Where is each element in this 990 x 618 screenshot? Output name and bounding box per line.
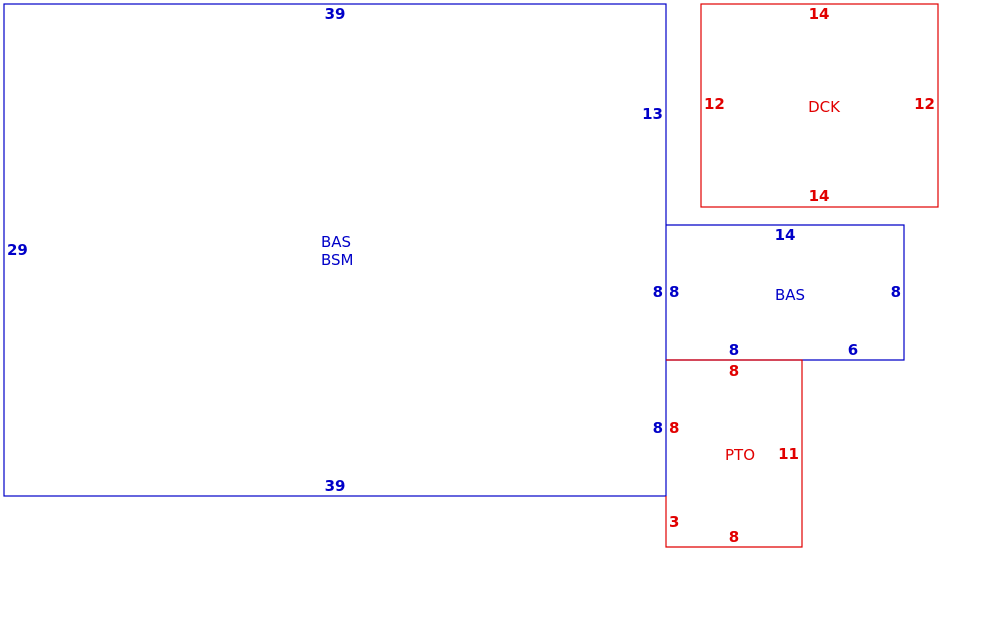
deck-area-code: DCK	[808, 98, 841, 116]
main-area-right-upper-dimension: 13	[642, 105, 663, 123]
porch-area-code: PTO	[725, 446, 755, 464]
addition-area-code: BAS	[775, 286, 805, 304]
porch-area-outline	[665, 359, 803, 548]
porch-area-left-upper-dimension: 8	[669, 419, 679, 437]
deck-area-top-dimension: 14	[809, 5, 830, 23]
addition-area-bottom-right-dimension: 6	[848, 341, 858, 359]
main-area-right-mid-dimension: 8	[653, 283, 663, 301]
main-area-top-dimension: 39	[325, 5, 346, 23]
deck-area-right-dimension: 12	[914, 95, 935, 113]
main-area-left-dimension: 29	[7, 241, 28, 259]
porch-area-left-lower-dimension: 3	[669, 513, 679, 531]
deck-area-outline	[700, 3, 939, 208]
addition-area-left-dimension: 8	[669, 283, 679, 301]
main-area-code-2: BSM	[321, 251, 354, 269]
main-area-right-lower-dimension: 8	[653, 419, 663, 437]
porch-area-bottom-dimension: 8	[729, 528, 739, 546]
addition-area-bottom-left-dimension: 8	[729, 341, 739, 359]
addition-area-top-dimension: 14	[775, 226, 796, 244]
main-area-outline	[3, 3, 667, 497]
deck-area-left-dimension: 12	[704, 95, 725, 113]
porch-area-top-dimension: 8	[729, 362, 739, 380]
deck-area-bottom-dimension: 14	[809, 187, 830, 205]
main-area-bottom-dimension: 39	[325, 477, 346, 495]
addition-area-right-dimension: 8	[891, 283, 901, 301]
porch-area-right-dimension: 11	[778, 445, 799, 463]
main-area-code-1: BAS	[321, 233, 351, 251]
